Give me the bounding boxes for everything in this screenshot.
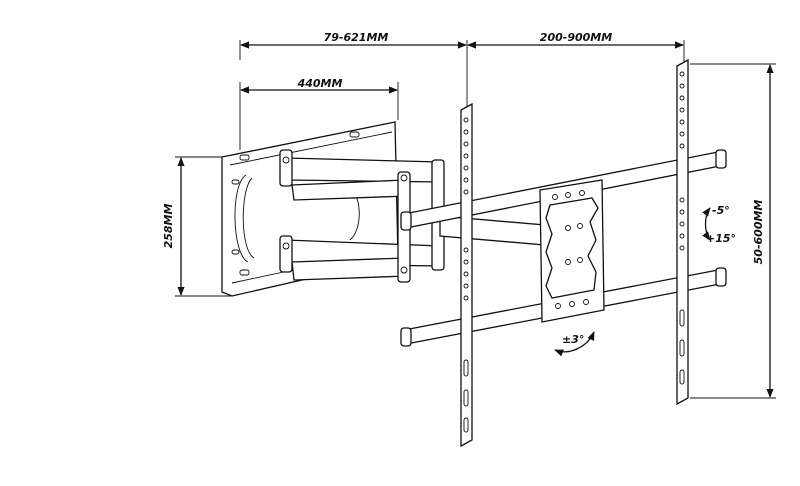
dimension-label-extension: 79-621MM (324, 31, 389, 44)
left-vertical-bracket (460, 102, 473, 448)
dimension-horizontal-mounting: 200-900MM (467, 31, 685, 62)
articulating-arms (279, 149, 546, 283)
dimension-vertical-mounting: 50-600MM (690, 63, 776, 399)
dimension-extension: 79-621MM (239, 31, 468, 110)
dimension-label-vertical-mounting: 50-600MM (752, 200, 765, 265)
right-vertical-bracket (676, 58, 689, 406)
rotation-annotation: ±3° (554, 331, 595, 357)
dimension-label-wall-plate-width: 440MM (297, 77, 343, 90)
dimension-wall-plate-width: 440MM (239, 77, 399, 150)
tilt-head-plate (539, 179, 605, 323)
right-bracket-holes (679, 71, 685, 385)
left-bracket-holes (463, 117, 469, 433)
dimension-label-wall-plate-height: 258MM (162, 204, 175, 249)
dimension-label-horizontal-mounting: 200-900MM (540, 31, 612, 44)
tilt-annotation: -5° +15° (702, 204, 736, 245)
tilt-down-label: +15° (706, 232, 736, 245)
tilt-up-label: -5° (712, 204, 730, 217)
rotation-label: ±3° (562, 333, 584, 346)
dimension-wall-plate-height: 258MM (162, 156, 232, 297)
